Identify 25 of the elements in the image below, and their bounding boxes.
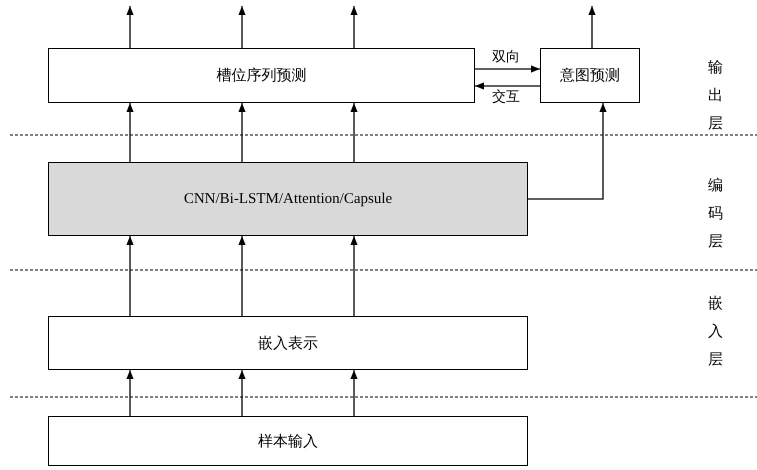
arrow: [126, 370, 134, 416]
arrow: [475, 65, 540, 73]
arrow: [238, 103, 246, 162]
process-box: 嵌入表示: [48, 316, 528, 370]
process-box: 槽位序列预测: [48, 48, 475, 103]
arrow: [350, 103, 358, 162]
arrow: [350, 6, 358, 48]
arrow: [126, 6, 134, 48]
process-box: 意图预测: [540, 48, 640, 103]
process-box: 样本输入: [48, 416, 528, 466]
layer-label: 输出层: [708, 59, 724, 134]
arrow: [238, 236, 246, 316]
arrow: [126, 236, 134, 316]
arrow: [588, 6, 596, 48]
arrow: [350, 236, 358, 316]
arrow: [475, 82, 540, 90]
layer-label: 编码层: [708, 176, 724, 252]
process-box: CNN/Bi-LSTM/Attention/Capsule: [48, 162, 528, 236]
arrow: [238, 6, 246, 48]
arrow: [126, 103, 134, 162]
edge-label: 交互: [490, 90, 522, 106]
layer-label: 嵌入层: [708, 294, 724, 370]
arrow: [350, 370, 358, 416]
arrow: [528, 103, 607, 200]
arrow: [238, 370, 246, 416]
